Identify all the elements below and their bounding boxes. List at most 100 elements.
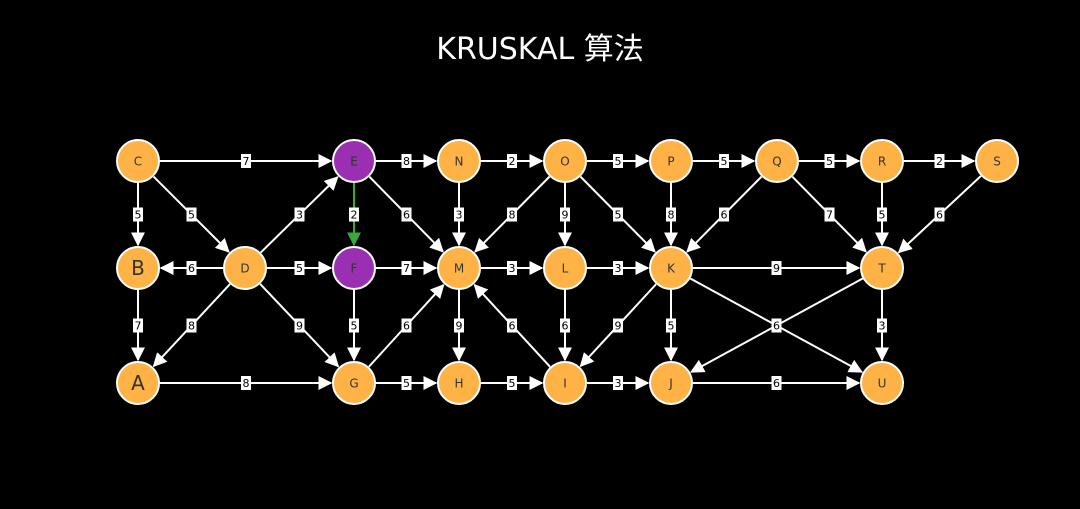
svg-text:3: 3 (615, 262, 622, 275)
svg-text:2: 2 (351, 209, 358, 222)
node-A[interactable]: A (116, 361, 160, 405)
svg-text:7: 7 (243, 155, 250, 168)
svg-text:F: F (351, 261, 358, 275)
node-L[interactable]: L (543, 246, 587, 290)
edge-weight-P-Q: 5 (719, 154, 729, 168)
svg-text:U: U (878, 376, 887, 390)
svg-text:7: 7 (826, 209, 833, 222)
svg-text:9: 9 (773, 262, 780, 275)
edge-weight-T-J: 6 (771, 318, 782, 333)
svg-text:5: 5 (509, 377, 516, 390)
svg-text:5: 5 (879, 209, 886, 222)
svg-text:E: E (350, 154, 358, 168)
node-S[interactable]: S (975, 139, 1019, 183)
svg-text:6: 6 (562, 320, 569, 333)
edge-weight-F-M: 7 (401, 261, 412, 275)
edge-weights-layer: 7825552553263895867566573397895696695663… (133, 154, 945, 390)
edge-weight-J-U: 6 (771, 376, 782, 390)
svg-text:6: 6 (188, 262, 195, 275)
svg-text:2: 2 (936, 155, 943, 168)
svg-text:J: J (668, 376, 673, 390)
svg-text:5: 5 (668, 320, 675, 333)
svg-text:G: G (349, 376, 358, 390)
edge-weight-D-A: 8 (186, 318, 197, 333)
node-M[interactable]: M (437, 246, 481, 290)
edge-weight-E-F: 2 (349, 207, 359, 222)
edge-weight-E-M: 6 (401, 207, 412, 222)
edge-weight-O-K: 5 (613, 207, 623, 222)
node-R[interactable]: R (860, 139, 904, 183)
edge-weight-K-J: 5 (666, 318, 676, 333)
edge-weight-F-G: 5 (349, 318, 359, 333)
svg-text:3: 3 (509, 262, 516, 275)
svg-text:9: 9 (562, 209, 569, 222)
node-Q[interactable]: Q (755, 139, 799, 183)
node-D[interactable]: D (223, 246, 267, 290)
edge-weight-E-N: 8 (401, 154, 412, 168)
edge-weight-L-K: 3 (613, 261, 623, 275)
edge-weight-D-G: 9 (294, 318, 305, 333)
svg-text:6: 6 (403, 320, 410, 333)
svg-text:5: 5 (351, 320, 358, 333)
edge-weight-A-G: 8 (241, 376, 251, 390)
svg-text:M: M (454, 261, 464, 275)
svg-text:6: 6 (403, 209, 410, 222)
svg-text:C: C (134, 154, 142, 168)
svg-text:Q: Q (772, 154, 781, 168)
node-I[interactable]: I (543, 361, 587, 405)
node-T[interactable]: T (860, 246, 904, 290)
edge-weight-I-J: 3 (613, 376, 623, 390)
edge-weight-C-D: 5 (186, 207, 197, 222)
svg-text:A: A (131, 371, 145, 395)
svg-text:D: D (240, 261, 249, 275)
edge-weight-T-U: 3 (877, 318, 887, 333)
edge-weight-S-T: 6 (934, 207, 945, 222)
edge-weight-O-P: 5 (613, 154, 623, 168)
svg-text:5: 5 (135, 209, 142, 222)
node-G[interactable]: G (332, 361, 376, 405)
node-E[interactable]: E (332, 139, 376, 183)
svg-text:9: 9 (615, 320, 622, 333)
svg-text:6: 6 (509, 320, 516, 333)
svg-text:N: N (455, 154, 464, 168)
svg-text:9: 9 (296, 320, 303, 333)
node-J[interactable]: J (649, 361, 693, 405)
svg-text:3: 3 (879, 320, 886, 333)
edge-weight-D-B: 6 (186, 261, 197, 275)
node-O[interactable]: O (543, 139, 587, 183)
edge-weight-O-L: 9 (560, 207, 570, 222)
svg-text:8: 8 (509, 209, 516, 222)
edge-weight-G-H: 5 (401, 376, 412, 390)
edge-weight-R-S: 2 (934, 154, 945, 168)
svg-text:6: 6 (773, 377, 780, 390)
node-U[interactable]: U (860, 361, 904, 405)
edge-weight-R-T: 5 (877, 207, 887, 222)
node-H[interactable]: H (437, 361, 481, 405)
svg-text:K: K (667, 261, 676, 275)
node-F[interactable]: F (332, 246, 376, 290)
edge-weight-O-M: 8 (507, 207, 517, 222)
svg-text:R: R (878, 154, 886, 168)
edge-weight-Q-R: 5 (824, 154, 835, 168)
node-C[interactable]: C (116, 139, 160, 183)
diagram-title: KRUSKAL 算法 (436, 32, 644, 67)
nodes-layer: C E N O P Q R S B D F M L K T A G H I J U (116, 139, 1019, 405)
node-K[interactable]: K (649, 246, 693, 290)
edge-weight-B-A: 7 (133, 318, 143, 333)
svg-text:7: 7 (403, 262, 410, 275)
svg-text:L: L (562, 261, 569, 275)
svg-text:S: S (993, 154, 1001, 168)
node-N[interactable]: N (437, 139, 481, 183)
svg-text:T: T (877, 261, 886, 275)
svg-text:5: 5 (615, 155, 622, 168)
svg-text:6: 6 (773, 320, 780, 333)
node-P[interactable]: P (649, 139, 693, 183)
svg-text:5: 5 (188, 209, 195, 222)
edge-weight-N-O: 2 (507, 154, 517, 168)
svg-text:H: H (454, 376, 463, 390)
svg-text:3: 3 (296, 209, 303, 222)
node-B[interactable]: B (116, 246, 160, 290)
svg-text:I: I (563, 376, 567, 390)
edge-weight-K-I: 9 (613, 318, 623, 333)
